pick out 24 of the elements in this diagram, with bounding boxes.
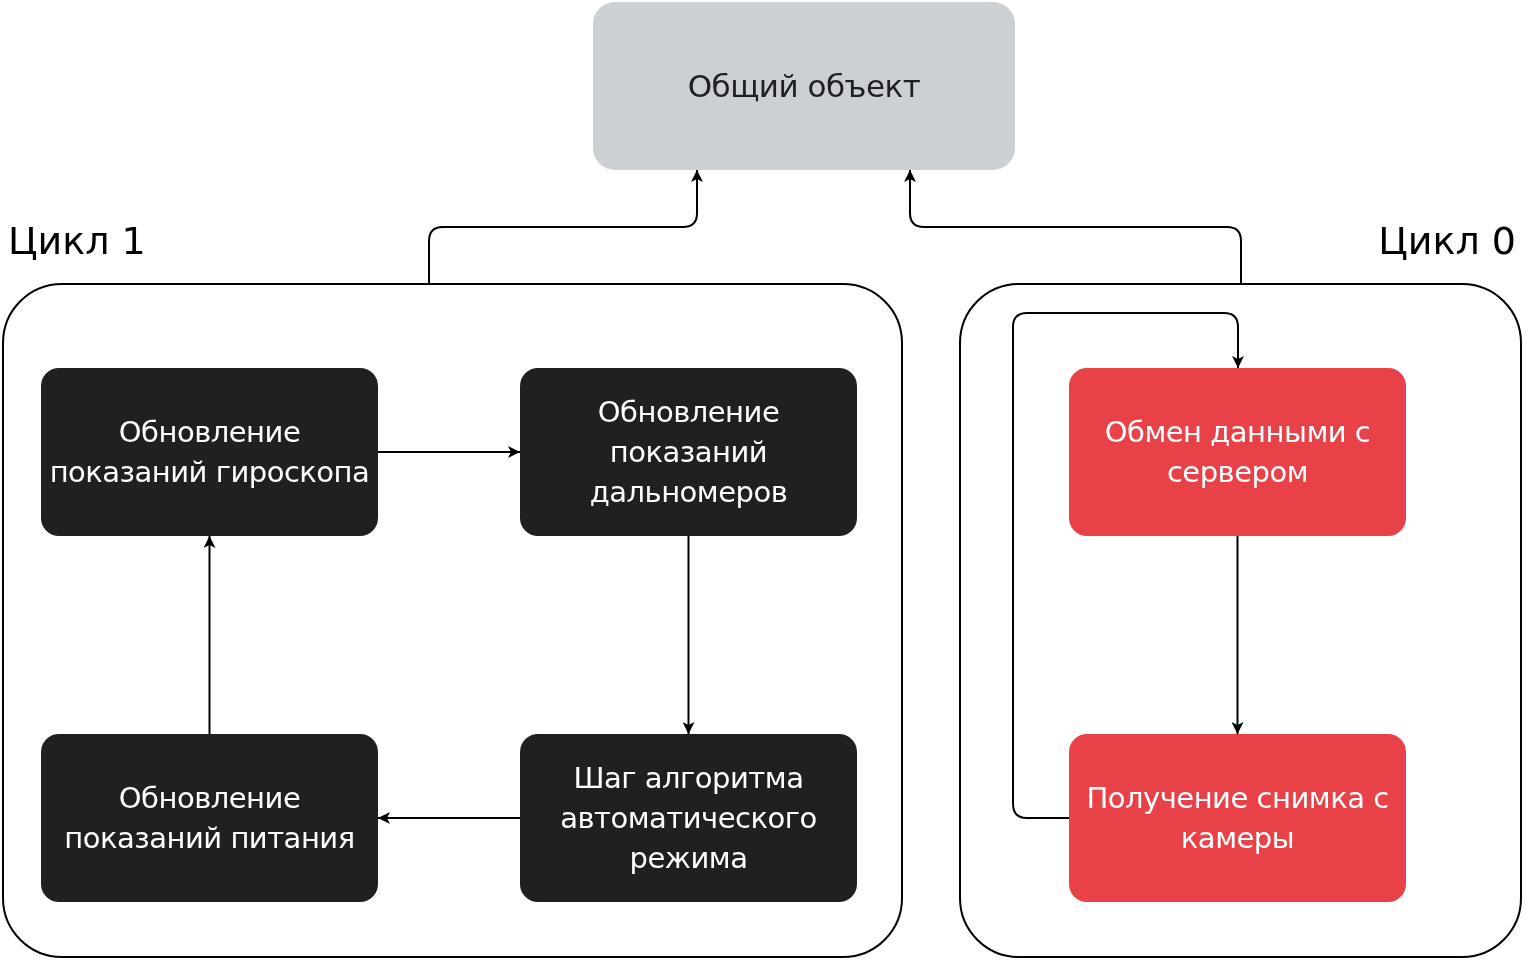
box-label: Обновление показаний питания (63, 780, 356, 857)
process-box (41, 368, 378, 536)
group-heading: Цикл 1 (8, 219, 146, 263)
process-box (1069, 368, 1406, 536)
box-label: Обмен данными с сервером (1103, 414, 1372, 491)
arrow (1012, 312, 1244, 819)
process-box (520, 368, 857, 536)
box-label: Обновление показаний гироскопа (48, 414, 371, 491)
process-box (593, 2, 1015, 170)
process-box (1069, 734, 1406, 902)
arrow (377, 446, 521, 458)
group-heading: Цикл 0 (1378, 219, 1516, 263)
arrow (1231, 535, 1244, 735)
box-label: Обновление показаний дальномеров (588, 393, 789, 511)
process-box (41, 734, 378, 902)
box-label: Общий объект (687, 66, 921, 106)
arrow (428, 169, 703, 284)
box-label: Шаг алгоритма автоматического режима (559, 759, 818, 877)
arrow (904, 169, 1242, 284)
process-box (520, 734, 857, 902)
arrow (203, 535, 216, 735)
arrow (682, 535, 695, 735)
box-label: Получение снимка с камеры (1085, 780, 1390, 857)
arrow (377, 812, 521, 824)
